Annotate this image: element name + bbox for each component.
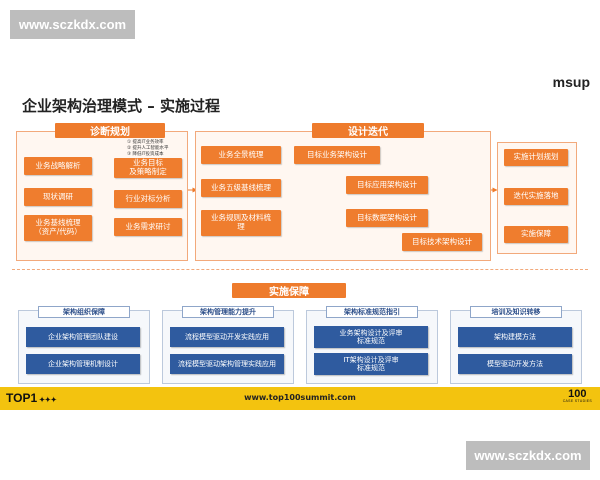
support-header: 实施保障 [232,283,346,298]
watermark-bottom: www.sczkdx.com [466,441,590,470]
box-target-application-arch: 目标应用架构设计 [346,176,428,194]
box-business-goal: 业务目标 及策略制定 [114,158,182,178]
design-header: 设计迭代 [312,123,424,138]
box-rules-materials: 业务规则及材料梳 理 [201,210,281,236]
support-group-standards-header: 架构标准规范指引 [326,306,418,318]
diagnosis-header: 诊断规划 [55,123,165,138]
box-iterative-delivery: 迭代实施落地 [504,188,568,205]
support-group-training-header: 培训及知识转移 [470,306,562,318]
footer-url[interactable]: www.top100summit.com [244,393,356,402]
support-item-it-arch-standard: IT架构设计及评审 标准规范 [314,353,428,375]
support-item-model-driven-dev: 流程模型驱动开发实践应用 [170,327,284,347]
watermark-top: www.sczkdx.com [10,10,135,39]
box-target-business-arch: 目标业务架构设计 [294,146,380,164]
box-business-landscape: 业务全景梳理 [201,146,281,164]
diagnosis-goal-notes: ① 提高IT业务效率 ② 提升人工智能水平 ③ 降低IT投资成本 [127,140,169,158]
support-item-business-arch-standard: 业务架构设计及评审 标准规范 [314,326,428,348]
msup-logo: msup [552,74,590,90]
box-requirement-workshop: 业务需求研讨 [114,218,182,236]
support-item-team-building: 企业架构管理团队建设 [26,327,140,347]
box-implementation-plan: 实施计划规划 [504,149,568,166]
top100-logo: TOP1 ✦✦✦ [6,391,57,405]
slide-title: 企业架构治理模式 – 实施过程 [22,97,220,115]
box-l5-baseline: 业务五级基线梳理 [201,179,281,197]
support-group-capability-header: 架构管理能力提升 [182,306,274,318]
support-group-organization-header: 架构组织保障 [38,306,130,318]
box-business-baseline: 业务基线梳理 （资产/代码） [24,215,92,241]
box-industry-benchmark: 行业对标分析 [114,190,182,208]
support-item-mechanism-design: 企业架构管理机制设计 [26,354,140,374]
paw-icons: ✦✦✦ [37,397,57,404]
support-item-model-driven-method: 模型驱动开发方法 [458,354,572,374]
support-item-model-driven-arch: 流程模型驱动架构管理实践应用 [170,354,284,374]
section-divider [12,269,588,270]
box-implementation-support: 实施保障 [504,226,568,243]
slide: msup 企业架构治理模式 – 实施过程 诊断规划 [0,70,600,410]
support-item-modeling-method: 架构建模方法 [458,327,572,347]
box-business-strategy: 业务战略解析 [24,157,92,175]
box-current-survey: 现状调研 [24,188,92,206]
box-target-tech-arch: 目标技术架构设计 [402,233,482,251]
box-target-data-arch: 目标数据架构设计 [346,209,428,227]
